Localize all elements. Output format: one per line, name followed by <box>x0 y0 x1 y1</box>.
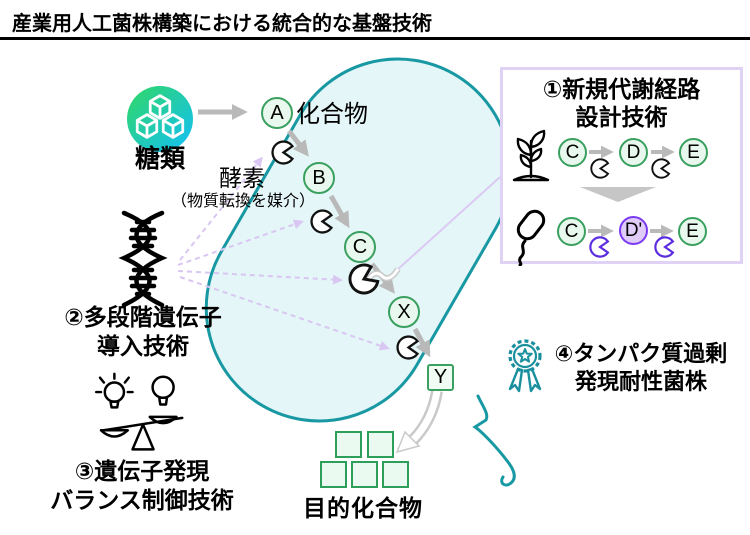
bacterium-icon <box>516 209 546 266</box>
node-label: E <box>687 141 700 163</box>
compound-label: 化合物 <box>296 101 368 128</box>
title-underline <box>0 37 750 40</box>
technology-3-line1: ③遺伝子発現 <box>74 458 210 484</box>
enzyme-label: 酵素 <box>219 165 265 191</box>
metabolite-node-A: A <box>261 97 293 129</box>
dna-helix-icon <box>118 210 168 308</box>
technology-4-line1: ④タンパク質過剰 <box>554 341 728 366</box>
product-square <box>367 431 394 458</box>
node-label: D' <box>624 219 643 241</box>
node-label: E <box>686 220 699 242</box>
metabolite-node-Y: Y <box>427 364 454 391</box>
flagellum-icon <box>472 394 516 487</box>
award-ribbon-icon <box>508 339 542 393</box>
node-label: B <box>312 166 326 189</box>
design-box-title-line2: 設計技術 <box>575 103 668 130</box>
technology-3-label: ③遺伝子発現 バランス制御技術 <box>32 457 252 515</box>
enzyme-note: （物質転換を媒介） <box>171 193 316 210</box>
product-output-arrow <box>395 389 443 454</box>
sugar-cubes-glyph <box>135 94 185 139</box>
box-node-D-prime: D' <box>619 216 648 245</box>
balance-lightbulbs-icon <box>94 372 184 451</box>
box-node-C1: C <box>558 138 587 167</box>
sugar-label: 糖類 <box>134 145 185 173</box>
metabolite-node-C: C <box>344 231 376 263</box>
metabolite-node-B: B <box>303 162 335 194</box>
node-label: Y <box>433 366 448 388</box>
technology-3-line2: バランス制御技術 <box>50 486 234 513</box>
technology-4-line2: 発現耐性菌株 <box>574 368 707 394</box>
product-square <box>382 461 409 488</box>
technology-2-line1: ②多段階遺伝子 <box>64 304 222 330</box>
node-label: X <box>397 300 411 323</box>
page-title: 産業用人工菌株構築における統合的な基盤技術 <box>12 13 432 35</box>
technology-2-label: ②多段階遺伝子 導入技術 <box>48 303 238 361</box>
node-label: D <box>626 141 641 163</box>
plant-icon <box>512 129 550 182</box>
node-label: C <box>352 235 368 258</box>
design-box-title-line1: ①新規代謝経路 <box>542 76 701 102</box>
node-label: A <box>270 101 284 124</box>
product-label: 目的化合物 <box>303 495 423 521</box>
product-square <box>320 461 347 488</box>
technology-2-line2: 導入技術 <box>97 332 189 359</box>
design-box-title: ①新規代謝経路 設計技術 <box>503 76 740 131</box>
product-square <box>335 431 362 458</box>
product-square <box>351 461 378 488</box>
technology-4-label: ④タンパク質過剰 発現耐性菌株 <box>536 340 746 395</box>
sugar-cubes-icon <box>127 86 193 152</box>
node-label: C <box>565 141 580 163</box>
box-node-E1: E <box>679 138 708 167</box>
box-node-D: D <box>619 138 648 167</box>
box-node-C2: C <box>557 217 586 246</box>
metabolite-node-X: X <box>388 296 420 328</box>
box-node-E2: E <box>678 217 707 246</box>
node-label: C <box>564 220 579 242</box>
